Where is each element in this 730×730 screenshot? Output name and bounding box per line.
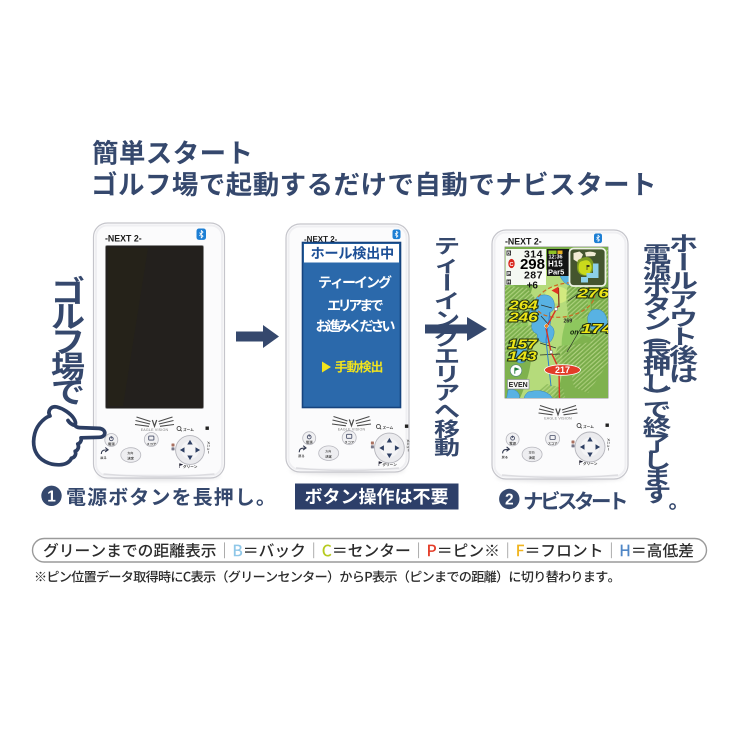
- svg-text:EVEN: EVEN: [509, 382, 528, 389]
- svg-text:C: C: [510, 262, 514, 268]
- svg-text:246: 246: [508, 311, 539, 325]
- svg-text:EAGLE VISION: EAGLE VISION: [141, 428, 169, 432]
- svg-text:-NEXT 2-: -NEXT 2-: [505, 237, 542, 247]
- svg-text:-NEXT 2-: -NEXT 2-: [304, 235, 338, 244]
- svg-text:P: P: [507, 271, 510, 276]
- svg-text:2: 2: [505, 492, 514, 509]
- svg-text:314: 314: [524, 249, 543, 261]
- svg-text:276: 276: [576, 287, 609, 300]
- svg-text:174: 174: [581, 323, 612, 336]
- svg-text:298: 298: [520, 256, 545, 273]
- svg-text:B: B: [507, 251, 511, 256]
- svg-text:12:36: 12:36: [549, 255, 563, 261]
- svg-text:217: 217: [555, 365, 570, 375]
- svg-text:269: 269: [564, 319, 573, 325]
- svg-text:-NEXT 2-: -NEXT 2-: [105, 234, 142, 244]
- svg-text:264: 264: [508, 299, 539, 313]
- svg-text:EAGLE VISION: EAGLE VISION: [338, 428, 366, 432]
- svg-text:Par5: Par5: [548, 268, 564, 277]
- svg-text:157: 157: [508, 338, 537, 352]
- svg-text:EAGLE VISION: EAGLE VISION: [544, 417, 572, 421]
- svg-text:1: 1: [47, 489, 56, 506]
- svg-text:H: H: [507, 280, 510, 285]
- svg-text:+6: +6: [527, 281, 539, 292]
- svg-text:143: 143: [508, 350, 537, 364]
- svg-text:on: on: [570, 330, 579, 337]
- svg-text:H15: H15: [548, 260, 563, 269]
- svg-text:287: 287: [524, 270, 543, 282]
